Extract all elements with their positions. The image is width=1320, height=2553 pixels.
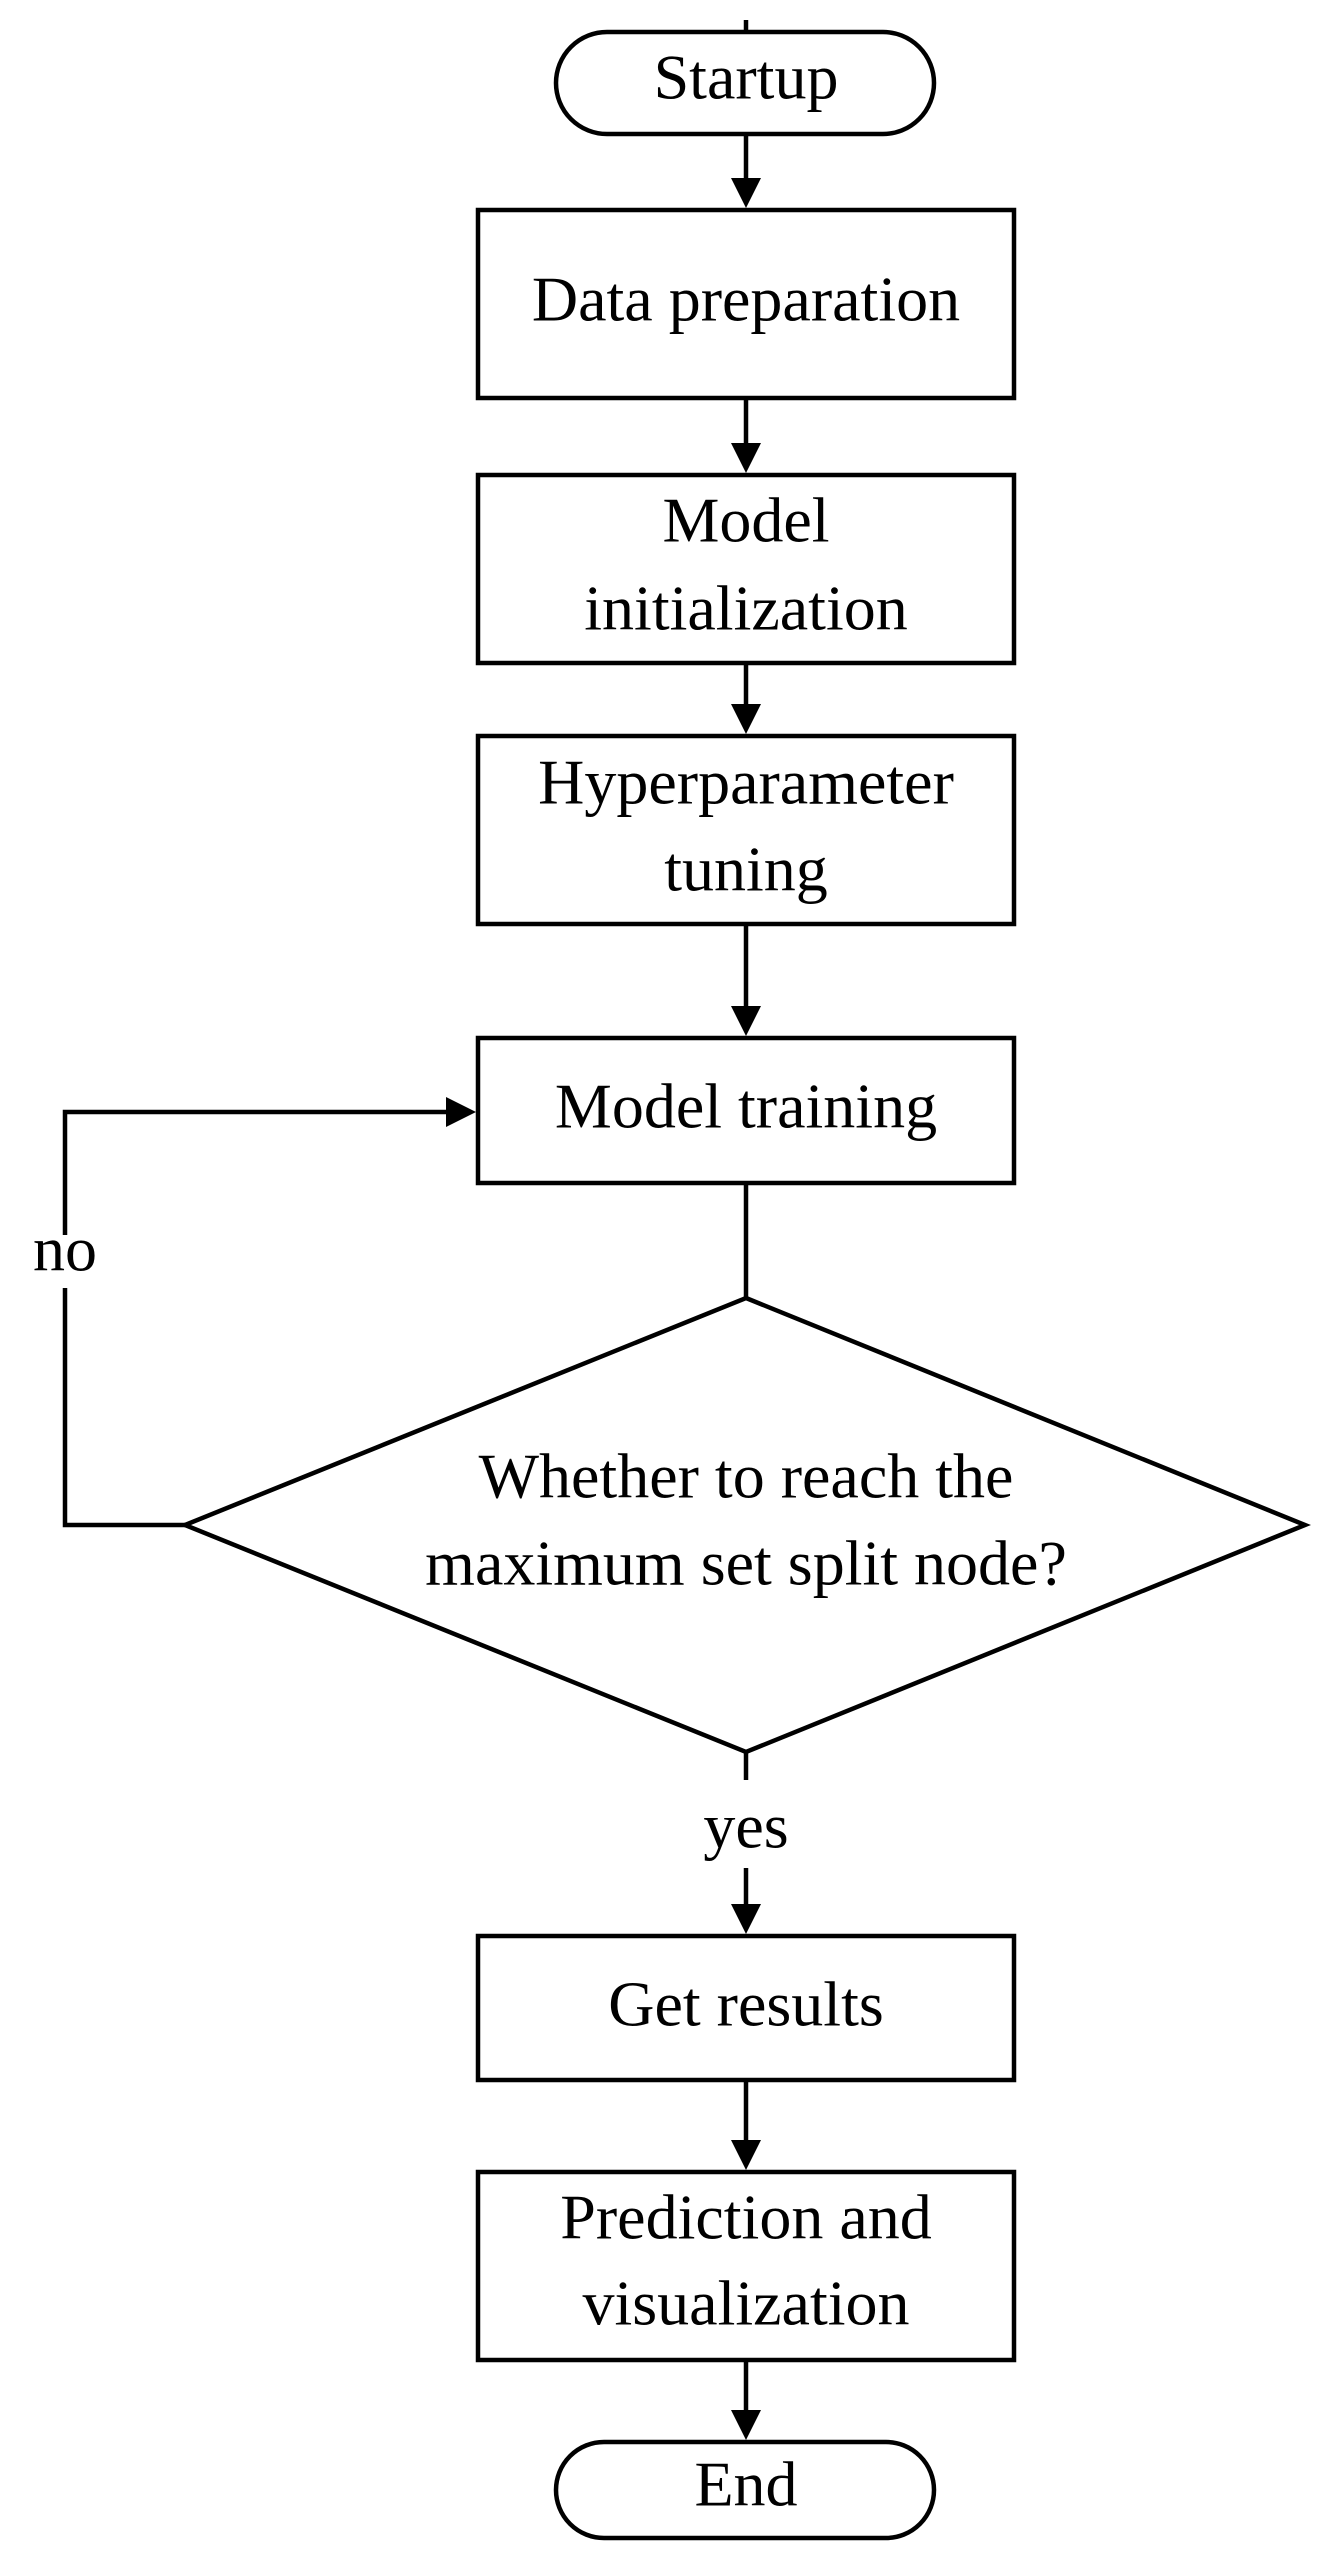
hyperparameter-tuning-label-line1: Hyperparameter [538, 747, 954, 818]
arrowhead-prediction [731, 2140, 761, 2170]
arrowhead-no-loop [446, 1097, 476, 1127]
prediction-visualization-label-line2: visualization [582, 2268, 909, 2339]
end-label: End [694, 2449, 797, 2520]
arrowhead-end [731, 2410, 761, 2440]
arrowhead-hyperparameter-tuning [731, 704, 761, 734]
get-results-box [475, 1933, 1017, 2083]
model-initialization-label-line2: initialization [584, 573, 907, 644]
hyperparameter-tuning-box [475, 733, 1017, 927]
arrowhead-get-results [731, 1904, 761, 1934]
decision-diamond [179, 1295, 1311, 1755]
hyperparameter-tuning-label-line2: tuning [664, 834, 828, 905]
no-branch-label: no [33, 1214, 97, 1285]
startup-label: Startup [654, 42, 839, 113]
decision-label-line1: Whether to reach the [479, 1441, 1014, 1512]
arrowhead-model-training [731, 1006, 761, 1036]
model-training-box [475, 1035, 1017, 1186]
arrowhead-model-initialization [731, 443, 761, 473]
get-results-label: Get results [608, 1969, 884, 2040]
prediction-visualization-box [475, 2169, 1017, 2363]
decision-label-line2: maximum set split node? [425, 1528, 1067, 1599]
model-initialization-box [475, 472, 1017, 666]
startup-terminal [553, 29, 937, 137]
connector-no-loop [62, 1288, 185, 1528]
model-training-label: Model training [555, 1071, 937, 1142]
data-preparation-label: Data preparation [532, 264, 960, 335]
yes-branch-label: yes [703, 1791, 788, 1862]
prediction-visualization-label-line1: Prediction and [560, 2182, 931, 2253]
connector-no-loop-upper [62, 1109, 448, 1235]
end-terminal [553, 2439, 937, 2541]
model-initialization-label-line1: Model [662, 485, 829, 556]
arrowhead-data-preparation [731, 178, 761, 208]
data-preparation-box [475, 207, 1017, 401]
